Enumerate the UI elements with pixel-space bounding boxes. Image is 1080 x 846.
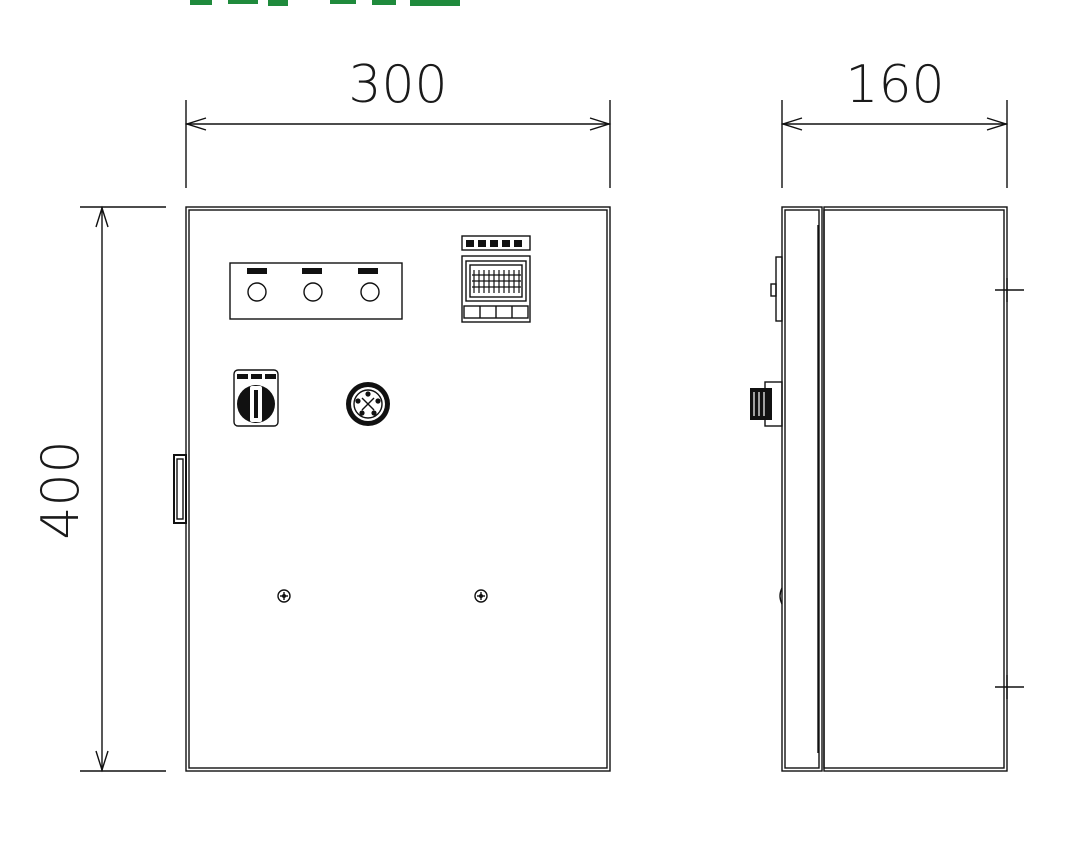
side-component-profile: [770, 256, 783, 322]
height-label: 400: [31, 440, 91, 539]
indicator-lamp-icon: [247, 268, 267, 302]
front-width-dimension: 300: [184, 55, 612, 188]
side-depth-dimension: 160: [780, 55, 1009, 188]
side-depth-label: 160: [845, 55, 944, 115]
side-view: [750, 206, 1024, 772]
height-dimension: 400: [31, 205, 166, 773]
connector-socket-icon: [346, 382, 390, 426]
front-width-label: 300: [348, 55, 447, 115]
side-switch-profile: [750, 381, 783, 427]
door-handle-icon: [173, 454, 187, 524]
indicator-lamp-panel: [229, 262, 403, 320]
front-view: [173, 206, 611, 772]
screw-icon: [474, 589, 488, 603]
selector-switch-icon: [233, 369, 279, 427]
mounting-hole-mark-icon: [995, 278, 1024, 302]
indicator-lamp-icon: [358, 268, 380, 302]
indicator-lamp-icon: [302, 268, 323, 302]
digital-controller-icon: [461, 235, 531, 323]
title-fragment: [190, 0, 460, 6]
mounting-hole-mark-icon: [995, 675, 1024, 699]
screw-icon: [277, 589, 291, 603]
